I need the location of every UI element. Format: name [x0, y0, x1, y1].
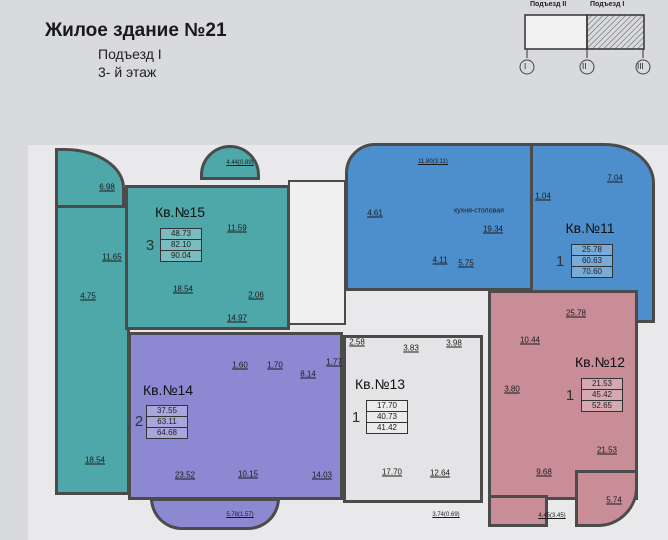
- room-area: 4.11: [432, 255, 448, 265]
- room-area: 18.54: [172, 284, 194, 294]
- apt15-west-zone: [55, 205, 130, 495]
- room-area: 1.04: [535, 191, 551, 201]
- key-plan: Подъезд II Подъезд I I II III: [505, 0, 665, 80]
- room-area: 2.58: [349, 337, 365, 347]
- key-plan-entrance-2: Подъезд II: [530, 1, 567, 8]
- room-area: 3.98: [446, 338, 462, 348]
- room-area: 12.64: [429, 468, 451, 478]
- entrance-label: Подъезд I: [98, 46, 162, 62]
- key-plan-entrance-1: Подъезд I: [590, 1, 625, 8]
- axis-1: I: [524, 62, 527, 71]
- balcony-area: 5.78(1.57): [226, 512, 254, 518]
- room-area: 14.97: [226, 313, 248, 323]
- apt11-rooms: 1: [555, 253, 565, 270]
- apt14-balcony: [150, 498, 280, 530]
- room-area: 3.80: [504, 384, 520, 394]
- apt14-title: Кв.№14: [142, 382, 194, 398]
- apt12-rooms: 1: [565, 387, 575, 404]
- apt15-title: Кв.№15: [154, 204, 206, 220]
- room-area: 9.68: [536, 467, 552, 477]
- key-plan-drawing: [519, 14, 651, 75]
- room-area: 4.75: [80, 291, 96, 301]
- room-area: 4.61: [367, 208, 383, 218]
- room-area: 18.54: [84, 455, 106, 465]
- room-area: 1.60: [232, 360, 248, 370]
- room-area: 19.34: [482, 224, 504, 234]
- room-area: 11.59: [227, 223, 247, 233]
- floor-label: 3- й этаж: [98, 64, 157, 80]
- room-area: 3.83: [403, 343, 419, 353]
- room-area: 7.04: [607, 173, 623, 183]
- room-area: 17.70: [381, 467, 403, 477]
- room-area: 14.03: [311, 470, 333, 480]
- room-area: 21.53: [596, 445, 618, 455]
- apt11-title: Кв.№11: [565, 220, 615, 236]
- axis-2: II: [582, 62, 587, 71]
- balcony-area: 3.74(0.69): [432, 512, 460, 518]
- room-area: 5.75: [458, 258, 474, 268]
- room-area: 8.14: [300, 369, 316, 379]
- apt13-rooms: 1: [351, 409, 361, 426]
- apt12-balcony-west: [488, 495, 548, 527]
- stairwell: [288, 180, 346, 325]
- apt14-rooms: 2: [134, 413, 144, 430]
- apt12-zone: [488, 290, 638, 500]
- room-area: 2.06: [248, 290, 264, 300]
- room-area: 23.52: [174, 470, 196, 480]
- room-area: 5.74: [606, 495, 622, 505]
- balcony-area: 4.44(0.89): [226, 160, 254, 166]
- apt13-zone: [343, 335, 483, 503]
- balcony-area: 11.80(3.11): [418, 159, 448, 165]
- room-area: 1.70: [267, 360, 283, 370]
- apt15-main-zone: [125, 185, 290, 330]
- apt15-balcony: [200, 145, 260, 180]
- room-area: 11.65: [102, 252, 122, 262]
- balcony-area: 4.45(3.45): [538, 513, 566, 519]
- room-area: 10.15: [237, 469, 259, 479]
- axis-3: III: [637, 62, 644, 71]
- room-area: 1.77: [326, 357, 342, 367]
- apt11-main-zone: [345, 143, 560, 291]
- room-area: 6.98: [99, 182, 115, 192]
- page-title: Жилое здание №21: [45, 20, 227, 41]
- room-area: 10.44: [519, 335, 541, 345]
- apt15-rooms: 3: [145, 237, 155, 254]
- kitchen-label: кухня-столовая: [454, 207, 504, 215]
- apt12-title: Кв.№12: [574, 354, 626, 370]
- room-area: 25.78: [565, 308, 587, 318]
- apt13-title: Кв.№13: [354, 376, 406, 392]
